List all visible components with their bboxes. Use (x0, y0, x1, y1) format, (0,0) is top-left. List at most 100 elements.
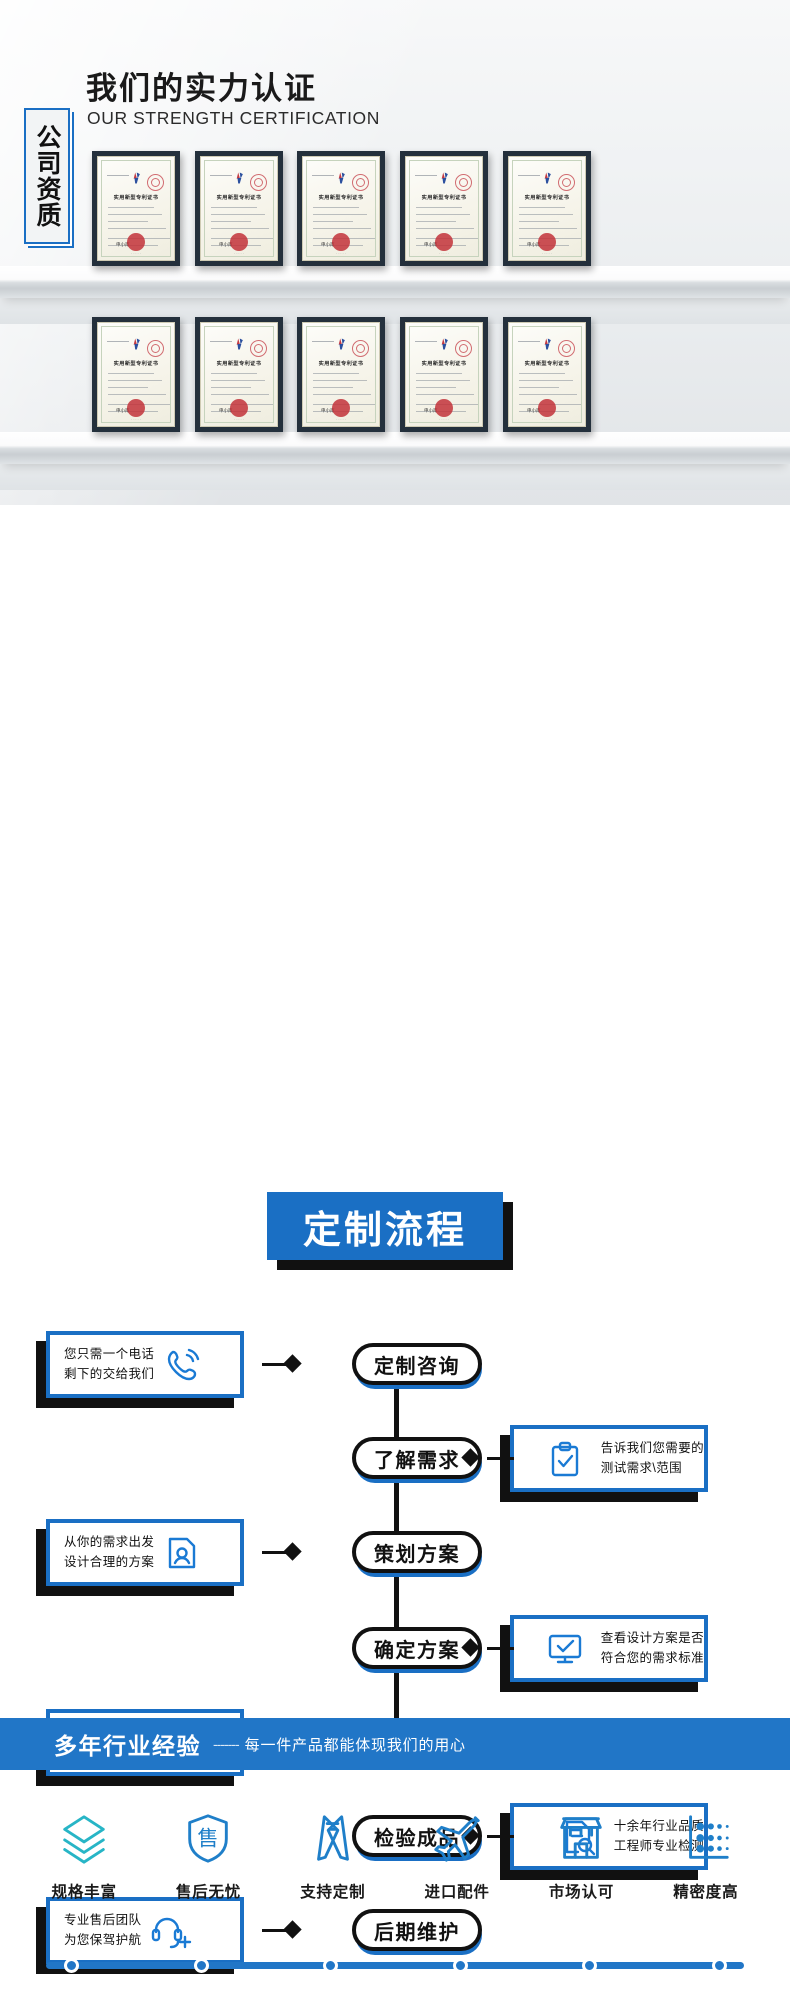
certificate-header-line (210, 341, 232, 343)
certificate-frame: 实用新型专利证书申小南· · · · · (297, 317, 385, 432)
certificate-shelf-2 (0, 432, 790, 464)
flow-note-box: 专业售后团队 为您保驾护航 (46, 1897, 244, 1964)
certificate-footer-text: · · · · · (131, 418, 141, 422)
custom-flow-section: 定制流程 定制咨询了解需求策划方案确定方案生产制造检验成品后期维护您只需一个电话… (0, 505, 790, 1974)
certificate-inner-border (409, 326, 479, 423)
feature-label: 进口配件 (424, 1884, 490, 1901)
certificate-signature: 申小南 (116, 408, 130, 413)
flow-step-1[interactable]: 定制咨询 (352, 1343, 482, 1389)
certificate-text-line (211, 221, 251, 223)
flow-note-text: 告诉我们您需要的 测试需求\范围 (600, 1441, 704, 1475)
certificate-red-seal-icon (230, 399, 248, 417)
certificate-header-line (415, 175, 437, 177)
certificate-text-line (416, 387, 456, 389)
certificate-logo-icon (338, 338, 345, 350)
footer-dot-4 (453, 1958, 468, 1973)
certificate-text-line (211, 380, 265, 382)
certificate-logo-icon (544, 338, 551, 350)
feature-item-4: 进口配件 (403, 1802, 511, 1902)
certificate-signature: 申小南 (424, 242, 438, 247)
certificate-shelf-1 (0, 266, 790, 298)
certificate-text-line (519, 221, 559, 223)
certificate-text-line (313, 394, 371, 396)
certificate-inner-border (101, 160, 171, 257)
certificate-text-line (416, 207, 462, 209)
certificate-frame: 实用新型专利证书申小南 · · · · · (195, 317, 283, 432)
certificate-frame: 实用新型专利证书申小南· · · · · (92, 317, 180, 432)
flow-step-label: 检验成品 (374, 1827, 460, 1850)
certificate-signature: 申小南 (321, 242, 335, 247)
experience-dashes: ------- (213, 1736, 240, 1752)
certificate-header-line (415, 341, 437, 343)
flow-step-3[interactable]: 策划方案 (352, 1531, 482, 1577)
certificate-red-seal-icon (435, 233, 453, 251)
certificate-red-seal-icon (435, 399, 453, 417)
certificate-text-line (416, 221, 456, 223)
precision-chart-icon (679, 1802, 733, 1874)
flow-connector-4 (487, 1647, 514, 1650)
flow-connector-1 (262, 1363, 290, 1366)
flow-step-7[interactable]: 后期维护 (352, 1909, 482, 1955)
certificate-logo-icon (441, 338, 448, 350)
feature-item-5: 市场认可 (527, 1802, 635, 1902)
flow-diamond-7 (283, 1920, 302, 1939)
flow-note-3: 从你的需求出发 设计合理的方案 (36, 1519, 244, 1596)
certificate-title: 实用新型专利证书 (524, 195, 570, 201)
footer-dot-3 (323, 1958, 338, 1973)
flow-connector-7 (262, 1929, 290, 1932)
certificate-text-line (313, 214, 367, 216)
feature-label: 市场认可 (548, 1884, 615, 1901)
feature-label: 售后无忧 (175, 1884, 242, 1901)
certificate-text-line (519, 373, 565, 375)
flow-step-2[interactable]: 了解需求 (352, 1437, 482, 1483)
certificate-title: 实用新型专利证书 (524, 361, 570, 367)
flow-step-label: 定制咨询 (374, 1355, 460, 1378)
certificate-title: 实用新型专利证书 (421, 361, 467, 367)
flow-step-label: 后期维护 (374, 1921, 460, 1944)
experience-subline: 每一件产品都能体现我们的用心 (244, 1736, 466, 1754)
certificate-text-line (416, 214, 470, 216)
certificate-paper: 实用新型专利证书申小南· · · · · (97, 322, 175, 427)
flow-step-box: 了解需求 (352, 1437, 482, 1479)
shelf-underside-2 (0, 464, 790, 490)
certificate-stamp-icon (352, 174, 369, 191)
certificate-signature: 申小南 (219, 408, 233, 413)
flow-step-box: 策划方案 (352, 1531, 482, 1573)
certificate-stamp-icon (352, 340, 369, 357)
certificate-frame: 实用新型专利证书申小南· · · · · (92, 151, 180, 266)
certificate-title: 实用新型专利证书 (318, 195, 364, 201)
certificate-header-line (210, 175, 232, 177)
certificate-frame: 实用新型专利证书申小南· · · · · (195, 151, 283, 266)
flow-step-4[interactable]: 确定方案 (352, 1627, 482, 1673)
certificate-text-line (108, 387, 148, 389)
footer-dot-1 (64, 1958, 79, 1973)
footer-dot-2 (194, 1958, 209, 1973)
certificate-stamp-icon (250, 340, 267, 357)
flow-note-box: 十余年行业品质 工程师专业检测 (510, 1803, 708, 1870)
feature-item-3: 支持定制 (279, 1802, 387, 1902)
flow-diamond-1 (283, 1354, 302, 1373)
certificate-paper: 实用新型专利证书申小南· · · · · (302, 322, 380, 427)
certificate-text-line (108, 373, 154, 375)
storefront-icon (554, 1802, 608, 1874)
certificate-title: 实用新型专利证书 (421, 195, 467, 201)
certificate-inner-border (101, 326, 171, 423)
company-qualification-label: 公司资质 (33, 124, 61, 228)
certificate-paper: 实用新型专利证书申小南 · · · · · (200, 322, 278, 427)
certificate-text-line (108, 221, 148, 223)
certificate-paper: 实用新型专利证书申小南· · · · · (405, 322, 483, 427)
certificate-text-line (519, 214, 573, 216)
certificate-footer-text: · · · · · (234, 252, 244, 256)
certificate-title: 实用新型专利证书 (216, 361, 262, 367)
certificate-red-seal-icon (332, 233, 350, 251)
certificate-text-line (211, 387, 251, 389)
certificate-text-line (519, 394, 577, 396)
certificate-inner-border (512, 326, 582, 423)
certificate-logo-icon (441, 172, 448, 184)
certificate-text-line (313, 387, 353, 389)
flow-note-text: 十余年行业品质 工程师专业检测 (613, 1819, 704, 1853)
certificate-red-seal-icon (127, 399, 145, 417)
certificate-signature: 申小南 (116, 242, 130, 247)
certificate-footer-text: · · · · · (234, 418, 244, 422)
